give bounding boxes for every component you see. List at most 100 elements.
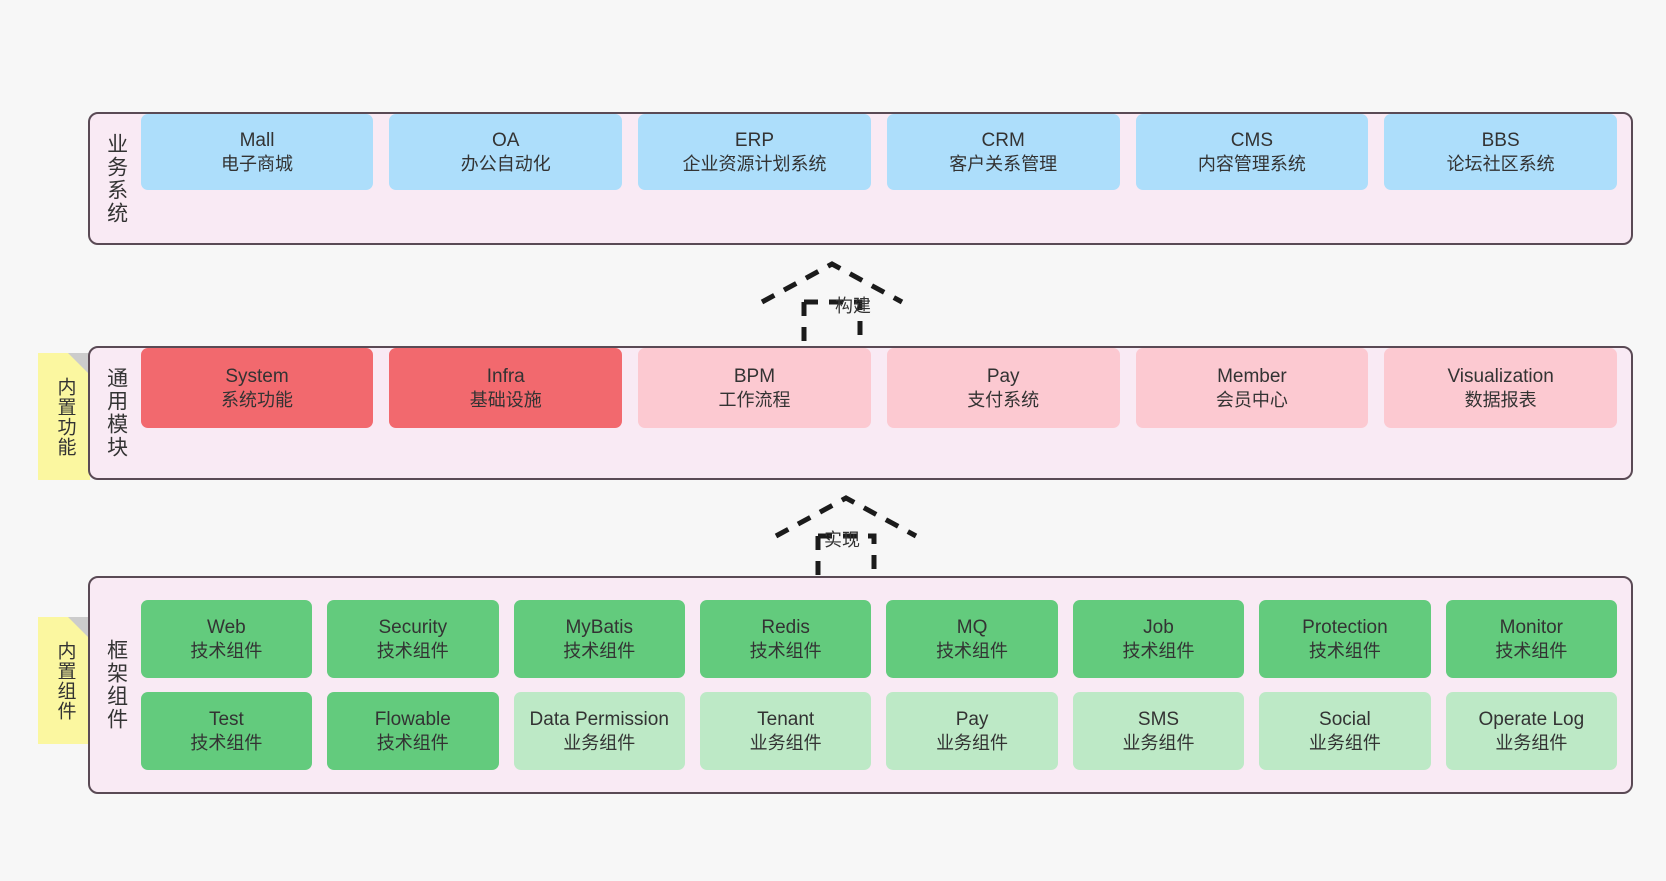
card-visualization-en: Visualization xyxy=(1447,365,1554,387)
card-social-en: Social xyxy=(1319,708,1371,730)
card-monitor-cn: 技术组件 xyxy=(1495,640,1568,661)
layer-framework-component-label: 框架组件 xyxy=(104,639,128,731)
card-web-cn: 技术组件 xyxy=(190,640,263,661)
card-test-en: Test xyxy=(208,708,244,730)
connector-realize-glyph xyxy=(774,495,918,578)
card-social[interactable]: Social 业务组件 xyxy=(1259,692,1431,770)
card-infra-cn: 基础设施 xyxy=(469,389,542,410)
note-builtin-function-text: 内置功能 xyxy=(54,376,76,457)
card-cms[interactable]: CMS 内容管理系统 xyxy=(1135,114,1369,190)
card-cms-cn: 内容管理系统 xyxy=(1197,153,1306,174)
card-mq-cn: 技术组件 xyxy=(936,640,1009,661)
card-tenant[interactable]: Tenant 业务组件 xyxy=(699,692,872,770)
layer-common-module: 通用模块 System 系统功能 Infra 基础设施 BPM 工作流程 Pay… xyxy=(88,346,1633,480)
card-pay-module[interactable]: Pay 支付系统 xyxy=(886,348,1120,428)
card-operate-log[interactable]: Operate Log 业务组件 xyxy=(1445,692,1618,770)
card-cms-en: CMS xyxy=(1230,129,1274,151)
common-module-card-list: System 系统功能 Infra 基础设施 BPM 工作流程 Pay 支付系统… xyxy=(135,348,1631,478)
card-pay-module-cn: 支付系统 xyxy=(967,389,1040,410)
card-operate-log-cn: 业务组件 xyxy=(1495,732,1568,753)
card-infra-en: Infra xyxy=(486,365,525,387)
card-mq-en: MQ xyxy=(956,616,988,638)
card-bpm-en: BPM xyxy=(733,365,776,387)
card-test-cn: 技术组件 xyxy=(190,732,263,753)
card-job-en: Job xyxy=(1143,616,1174,638)
card-visualization[interactable]: Visualization 数据报表 xyxy=(1384,348,1617,428)
card-data-permission-cn: 业务组件 xyxy=(563,732,636,753)
layer-business-system: 业务系统 Mall 电子商城 OA 办公自动化 ERP 企业资源计划系统 CRM… xyxy=(88,112,1633,245)
card-flowable-en: Flowable xyxy=(374,708,451,730)
card-monitor[interactable]: Monitor 技术组件 xyxy=(1445,600,1618,678)
card-erp-en: ERP xyxy=(734,129,774,151)
card-redis[interactable]: Redis 技术组件 xyxy=(699,600,872,678)
card-pay-component-cn: 业务组件 xyxy=(936,732,1009,753)
card-data-permission-en: Data Permission xyxy=(529,708,669,730)
connector-build-label: 构建 xyxy=(835,296,871,316)
card-mall-cn: 电子商城 xyxy=(221,153,294,174)
card-mq[interactable]: MQ 技术组件 xyxy=(886,600,1058,678)
card-redis-cn: 技术组件 xyxy=(749,640,822,661)
card-erp[interactable]: ERP 企业资源计划系统 xyxy=(638,114,871,190)
card-flowable[interactable]: Flowable 技术组件 xyxy=(327,692,499,770)
card-crm[interactable]: CRM 客户关系管理 xyxy=(886,114,1120,190)
card-data-permission[interactable]: Data Permission 业务组件 xyxy=(513,692,685,770)
note-fold-corner-icon xyxy=(68,353,90,375)
card-oa-en: OA xyxy=(492,129,520,151)
card-security[interactable]: Security 技术组件 xyxy=(327,600,499,678)
layer-business-system-label: 业务系统 xyxy=(104,132,128,225)
connector-realize: 实现 xyxy=(766,492,926,578)
card-pay-module-en: Pay xyxy=(986,365,1020,387)
card-bbs-en: BBS xyxy=(1481,129,1520,151)
card-security-cn: 技术组件 xyxy=(376,640,449,661)
card-system[interactable]: System 系统功能 xyxy=(140,348,374,428)
framework-row-business: Test 技术组件 Flowable 技术组件 Data Permission … xyxy=(140,692,1618,770)
card-mybatis[interactable]: MyBatis 技术组件 xyxy=(513,600,685,678)
layer-common-module-label: 通用模块 xyxy=(104,367,128,459)
card-member-en: Member xyxy=(1217,365,1287,387)
card-member[interactable]: Member 会员中心 xyxy=(1135,348,1369,428)
card-tenant-en: Tenant xyxy=(757,708,815,730)
framework-component-card-grid: Web 技术组件 Security 技术组件 MyBatis 技术组件 Redi… xyxy=(135,578,1631,792)
card-member-cn: 会员中心 xyxy=(1215,389,1288,410)
card-crm-cn: 客户关系管理 xyxy=(949,153,1058,174)
card-oa[interactable]: OA 办公自动化 xyxy=(389,114,623,190)
card-web-en: Web xyxy=(207,616,246,638)
note-fold-corner-icon xyxy=(68,617,90,639)
note-builtin-component-text: 内置组件 xyxy=(54,640,76,721)
card-bbs-cn: 论坛社区系统 xyxy=(1446,153,1555,174)
card-protection[interactable]: Protection 技术组件 xyxy=(1259,600,1431,678)
card-protection-cn: 技术组件 xyxy=(1308,640,1381,661)
card-sms-en: SMS xyxy=(1137,708,1180,730)
card-system-en: System xyxy=(225,365,289,387)
card-test[interactable]: Test 技术组件 xyxy=(140,692,313,770)
card-flowable-cn: 技术组件 xyxy=(376,732,449,753)
card-crm-en: CRM xyxy=(981,129,1025,151)
card-mybatis-en: MyBatis xyxy=(565,616,634,638)
card-oa-cn: 办公自动化 xyxy=(460,153,551,174)
card-bpm-cn: 工作流程 xyxy=(718,389,791,410)
card-operate-log-en: Operate Log xyxy=(1478,708,1585,730)
card-sms[interactable]: SMS 业务组件 xyxy=(1072,692,1245,770)
note-builtin-component: 内置组件 xyxy=(38,617,90,744)
card-job-cn: 技术组件 xyxy=(1122,640,1195,661)
connector-build: 构建 xyxy=(752,258,912,344)
card-web[interactable]: Web 技术组件 xyxy=(140,600,313,678)
connector-build-glyph xyxy=(760,261,904,344)
card-system-cn: 系统功能 xyxy=(221,389,294,410)
card-job[interactable]: Job 技术组件 xyxy=(1072,600,1245,678)
card-security-en: Security xyxy=(378,616,448,638)
framework-row-tech: Web 技术组件 Security 技术组件 MyBatis 技术组件 Redi… xyxy=(140,600,1618,678)
card-mall-en: Mall xyxy=(239,129,275,151)
card-mall[interactable]: Mall 电子商城 xyxy=(140,114,374,190)
card-tenant-cn: 业务组件 xyxy=(749,732,822,753)
card-pay-component[interactable]: Pay 业务组件 xyxy=(886,692,1058,770)
card-bpm[interactable]: BPM 工作流程 xyxy=(638,348,871,428)
card-monitor-en: Monitor xyxy=(1499,616,1564,638)
card-pay-component-en: Pay xyxy=(955,708,989,730)
card-sms-cn: 业务组件 xyxy=(1122,732,1195,753)
card-social-cn: 业务组件 xyxy=(1308,732,1381,753)
card-bbs[interactable]: BBS 论坛社区系统 xyxy=(1384,114,1617,190)
card-infra[interactable]: Infra 基础设施 xyxy=(389,348,623,428)
business-system-card-list: Mall 电子商城 OA 办公自动化 ERP 企业资源计划系统 CRM 客户关系… xyxy=(135,114,1631,243)
